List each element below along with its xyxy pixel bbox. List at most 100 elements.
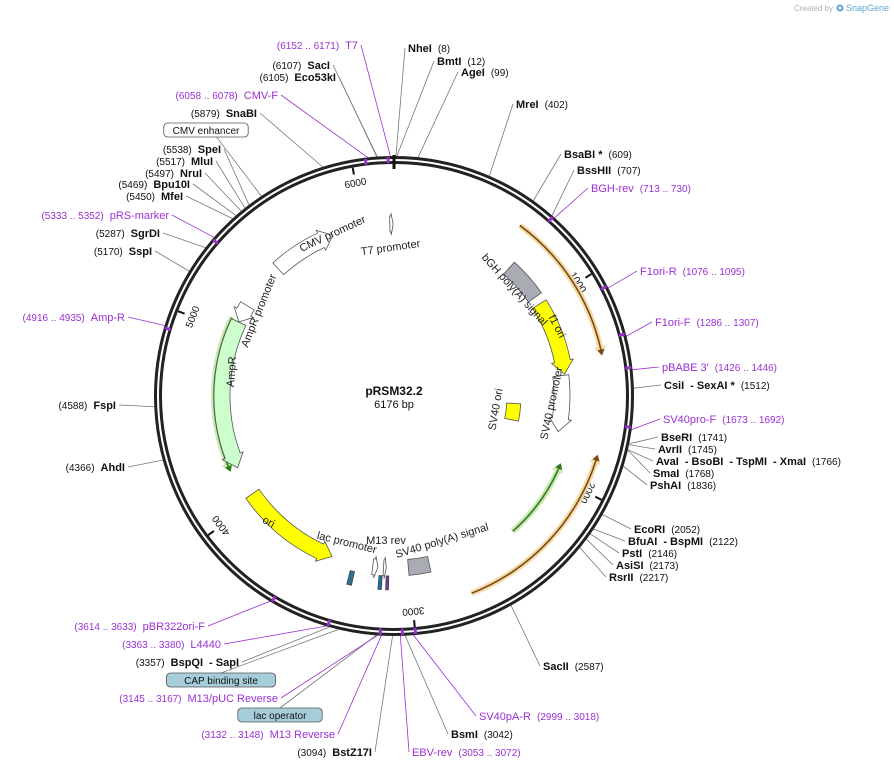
leader-line: [118, 404, 155, 408]
label-text: (5538)SpeI: [163, 144, 221, 156]
label-box: [237, 707, 323, 723]
label-position: (2173): [650, 561, 679, 572]
label-name: - SapI: [209, 657, 239, 669]
label-position: (3132 .. 3148): [201, 730, 263, 741]
label-text: (4366)AhdI: [66, 462, 125, 474]
feature-label: SV40 poly(A) signal: [394, 521, 490, 561]
site-label-pbr322: (3614 .. 3633) pBR322ori-F: [74, 621, 205, 633]
label-text: BGH-rev(713 .. 730): [591, 183, 691, 195]
label-name: T7: [345, 40, 358, 52]
label-name: - BspMI: [663, 536, 703, 548]
label-text: SV40pA-R(2999 .. 3018): [479, 711, 599, 723]
primer-marker: [212, 238, 219, 245]
label-position: (5287): [96, 229, 125, 240]
label-position: (1741): [698, 433, 727, 444]
label-text: MreI(402): [516, 99, 568, 111]
site-label-bsabi: BsaBI *(609): [564, 149, 632, 161]
leader-line: [633, 384, 662, 389]
label-text: (5450)MfeI: [126, 191, 183, 203]
label-name: - SexAI *: [690, 380, 735, 392]
plasmid-center-label: pRSM32.2 6176 bp: [365, 384, 423, 411]
label-text: lac operator: [254, 711, 307, 722]
label-text: AsiSI(2173): [616, 560, 678, 572]
label-position: (6152 .. 6171): [277, 41, 339, 52]
orf-band: [470, 454, 601, 597]
feature-f1-ori: [532, 299, 574, 375]
label-text: NheI(8): [408, 43, 450, 55]
label-text: F1ori-F(1286 .. 1307): [655, 317, 759, 329]
label-text: EcoRI(2052): [634, 524, 700, 536]
tick-mark: [594, 495, 602, 501]
credit-brand: SnapGene: [846, 3, 889, 13]
label-name: Bpu10I: [153, 179, 190, 191]
label-leader-lines: [118, 44, 662, 753]
credit-prefix: Created by: [794, 4, 833, 13]
leader-line: [223, 148, 250, 205]
leader-line: [593, 528, 626, 542]
label-name: BsmI: [451, 729, 478, 741]
leader-line: [602, 514, 632, 530]
site-label-m13puc: (3145 .. 3167)M13/pUC Reverse: [119, 693, 278, 705]
primer-marker: [164, 326, 172, 332]
site-label-bpu10i: (5469)Bpu10I: [118, 179, 190, 191]
leader-line: [404, 635, 449, 735]
site-label-bstz17i: (3094)BstZ17I: [297, 747, 372, 759]
leader-line: [608, 270, 638, 289]
label-text: CAP binding site: [184, 676, 258, 687]
label-name: L4440: [190, 639, 221, 651]
label-position: (1512): [741, 381, 770, 392]
label-position: (1768): [685, 469, 714, 480]
label-text: (3132 .. 3148)M13 Reverse: [201, 729, 335, 741]
leader-line: [185, 195, 233, 219]
label-name: MfeI: [161, 191, 183, 203]
label-position: (707): [617, 166, 640, 177]
site-label-sv40prof: SV40pro-F(1673 .. 1692): [663, 414, 784, 426]
site-label-nhei: NheI(8): [408, 43, 450, 55]
label-name: BfuAI: [628, 536, 657, 548]
label-text: AvrII(1745): [658, 444, 717, 456]
feature-cap-site: [346, 570, 355, 586]
primer-marker: [625, 365, 632, 370]
label-text: (6105)Eco53kI: [260, 72, 337, 84]
label-name: pBR322ori-F: [143, 621, 206, 633]
label-name: EcoRI: [634, 524, 665, 536]
feature-label: SV40 ori: [486, 388, 505, 432]
label-name: - BsoBI: [685, 456, 724, 468]
site-label-mfei: (5450)MfeI: [126, 191, 183, 203]
leader-line: [171, 214, 215, 238]
leader-line: [395, 47, 406, 157]
leader-line: [628, 444, 656, 450]
label-name: BGH-rev: [591, 183, 634, 195]
tick-label: 3000: [401, 604, 425, 617]
label-position: (5170): [94, 247, 123, 258]
feature-m13-site: [385, 575, 390, 591]
label-position: (4588): [58, 401, 87, 412]
label-box: [165, 672, 276, 688]
primer-marker: [326, 619, 332, 627]
label-name: SmaI: [653, 468, 679, 480]
leader-line: [413, 634, 477, 717]
label-text: pBABE 3'(1426 .. 1446): [662, 362, 777, 374]
label-name: M13/pUC Reverse: [188, 693, 278, 705]
label-position: (5517): [156, 157, 185, 168]
label-name: SpeI: [198, 144, 221, 156]
feature-ampr-promoter: [233, 301, 255, 323]
site-label-rsrii: RsrII(2217): [609, 572, 668, 584]
label-position: (3357): [136, 658, 165, 669]
leader-line: [631, 418, 661, 430]
label-name: PshAI: [650, 480, 681, 492]
label-position: (5333 .. 5352): [41, 211, 103, 222]
leader-line: [127, 316, 165, 326]
site-label-snabi: (5879)SnaBI: [191, 108, 257, 120]
site-label-agei: AgeI(99): [461, 67, 509, 79]
site-label-t7: (6152 .. 6171) T7: [277, 40, 358, 52]
label-text: CsiI- SexAI *(1512): [664, 380, 770, 392]
label-text: (3363 .. 3380)L4440: [122, 639, 221, 651]
leader-line: [280, 94, 368, 158]
leader-line: [207, 600, 270, 627]
primer-marker: [600, 285, 608, 291]
leader-line: [220, 629, 339, 674]
label-position: (3614 .. 3633): [74, 622, 136, 633]
leader-line: [590, 533, 620, 554]
